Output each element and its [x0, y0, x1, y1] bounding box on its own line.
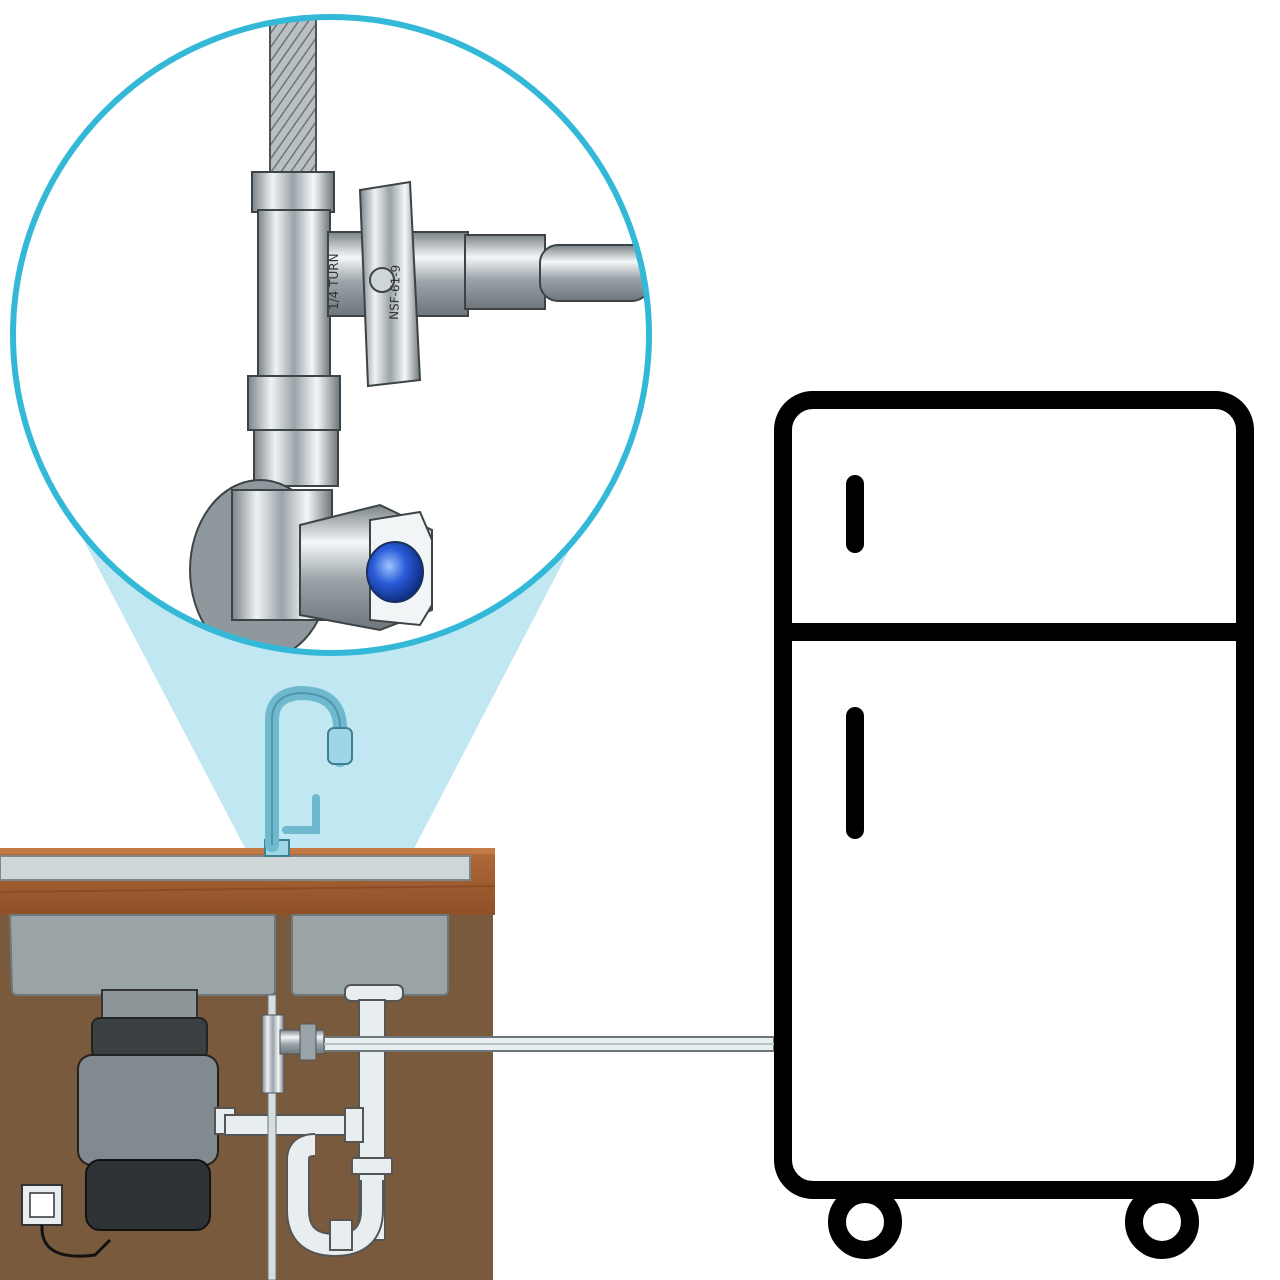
tee-valve: [261, 994, 325, 1280]
water-line: [323, 1036, 775, 1052]
valve-marking-text-2: NSF-61-9: [387, 265, 403, 321]
faucet: [264, 685, 353, 857]
p-trap: [224, 984, 404, 1258]
sink: [0, 855, 471, 996]
valve-marking-text: 1/4 TURN: [327, 253, 341, 310]
wall-outlet: [21, 1184, 112, 1258]
cabinet: [0, 848, 496, 1280]
zoom-callout: 1/4 TURN NSF-61-9: [10, 14, 652, 656]
refrigerator: [774, 391, 1254, 1259]
garbage-disposal: [77, 989, 236, 1231]
